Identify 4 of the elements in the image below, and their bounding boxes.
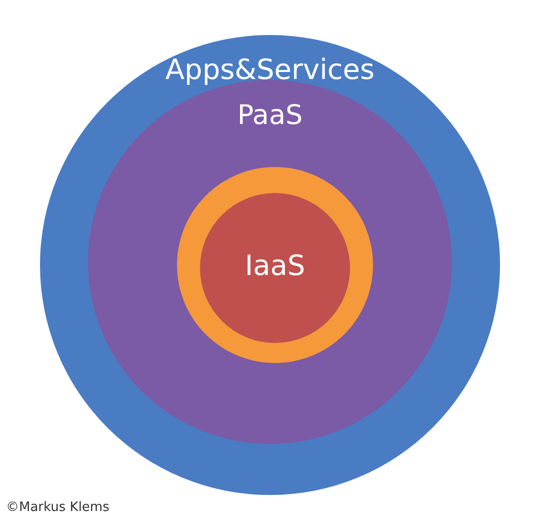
circle-label: IaaS	[244, 249, 306, 282]
credit-text: ©Markus Klems	[6, 500, 110, 515]
circle-label: Apps&Services	[165, 53, 375, 86]
circle-label: PaaS	[237, 100, 303, 131]
